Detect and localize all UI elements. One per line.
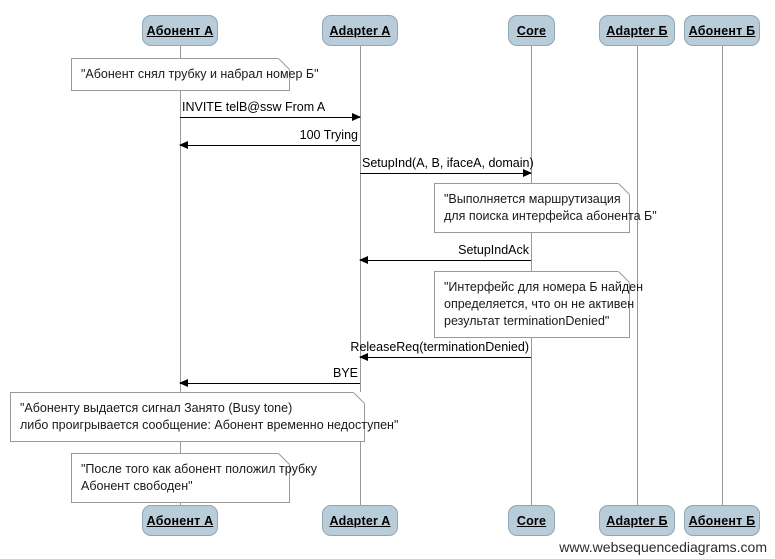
note-fold-line-icon [278,453,290,465]
participant-abonent-b-bottom[interactable]: Абонент Б [684,505,760,536]
arrowhead-left-icon [359,255,368,264]
note-fold-line-icon [618,271,630,283]
lifeline-adapter-a [360,46,361,505]
note-line: "Интерфейс для номера Б найден [444,280,644,294]
participant-adapter-b-bottom[interactable]: Adapter Б [599,505,675,536]
participant-core-bottom[interactable]: Core [508,505,555,536]
note-fold-line-icon [278,58,290,70]
message-line [180,117,360,118]
message-label: ReleaseReq(terminationDenied) [350,340,529,354]
participant-label: Core [516,23,547,38]
note-line: определяется, что он не активен [444,297,635,311]
message-line [180,145,360,146]
note-iface-found: "Интерфейс для номера Б найден определяе… [434,271,644,338]
message-label: BYE [332,366,358,380]
lifeline-abonent-b [722,46,723,505]
note-fold-line-icon [353,392,365,404]
message-bye: BYE [179,366,360,387]
lifeline-adapter-b [637,46,638,505]
participant-label: Adapter Б [606,23,668,38]
note-line: "Абоненту выдается сигнал Занято (Busy t… [20,401,293,415]
note-line: либо проигрывается сообщение: Абонент вр… [20,418,399,432]
watermark: www.websequencediagrams.com [559,539,767,555]
message-label: SetupInd(A, B, ifaceA, domain) [362,156,534,170]
participant-abonent-a-bottom[interactable]: Абонент А [142,505,218,536]
note-line: "Выполняется маршрутизация [444,192,621,206]
note-hangup: "После того как абонент положил трубку А… [71,453,317,503]
note-line: результат terminationDenied" [444,314,610,328]
note-line: для поиска интерфейса абонента Б" [444,209,657,223]
message-line [360,173,531,174]
message-invite: INVITE telB@ssw From A [180,100,361,121]
participant-label: Adapter A [329,23,391,38]
participant-adapter-a-top[interactable]: Adapter A [322,15,398,46]
participant-adapter-b-top[interactable]: Adapter Б [599,15,675,46]
message-setupind: SetupInd(A, B, ifaceA, domain) [360,156,534,177]
participant-label: Абонент А [146,513,214,528]
message-label: SetupIndAck [458,243,529,257]
participant-core-top[interactable]: Core [508,15,555,46]
arrowhead-right-icon [523,168,532,177]
lifeline-abonent-a [180,46,181,505]
note-busy-tone: "Абоненту выдается сигнал Занято (Busy t… [10,392,399,442]
note-line: Абонент свободен" [81,479,193,493]
arrowhead-left-icon [359,352,368,361]
participant-label: Core [516,513,547,528]
participant-label: Абонент Б [688,513,756,528]
message-line [180,383,360,384]
message-setupindack: SetupIndAck [359,243,531,264]
message-line [360,357,531,358]
message-label: INVITE telB@ssw From A [182,100,326,114]
message-line [360,260,531,261]
arrowhead-right-icon [352,112,361,121]
message-label: 100 Trying [299,128,358,142]
participant-abonent-b-top[interactable]: Абонент Б [684,15,760,46]
participant-label: Абонент А [146,23,214,38]
participant-adapter-a-bottom[interactable]: Adapter A [322,505,398,536]
participant-label: Adapter Б [606,513,668,528]
message-100-trying: 100 Trying [179,128,360,149]
note-line: "После того как абонент положил трубку [81,462,317,476]
note-fold-line-icon [618,183,630,195]
message-releasereq: ReleaseReq(terminationDenied) [350,340,531,361]
participant-abonent-a-top[interactable]: Абонент А [142,15,218,46]
note-offhook: "Абонент снял трубку и набрал номер Б" [71,58,319,91]
participant-label: Абонент Б [688,23,756,38]
arrowhead-left-icon [179,140,188,149]
note-line: "Абонент снял трубку и набрал номер Б" [81,67,319,81]
note-routing: "Выполняется маршрутизация для поиска ин… [434,183,657,233]
participant-label: Adapter A [329,513,391,528]
arrowhead-left-icon [179,378,188,387]
